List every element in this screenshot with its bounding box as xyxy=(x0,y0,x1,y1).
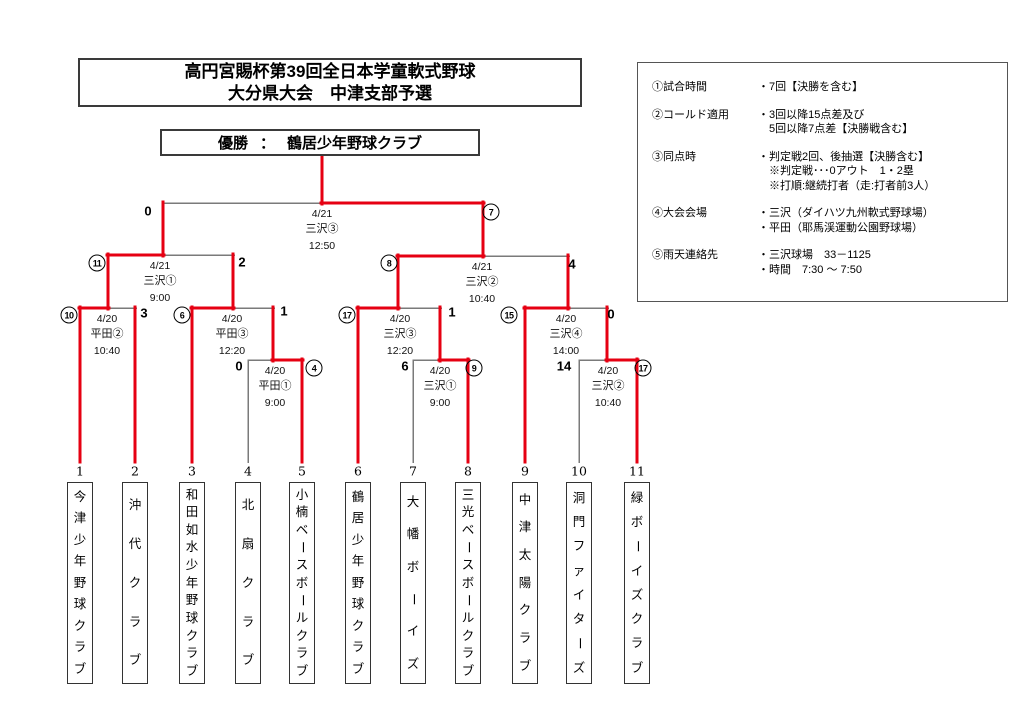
match-qf1-left-score: 10 xyxy=(60,306,78,324)
match-r1a-left-score: 0 xyxy=(235,358,243,374)
match-qf1-info: 4/20 平田② 10:40 xyxy=(90,313,124,357)
tournament-title-line2: 大分県大会 中津支部予選 xyxy=(228,83,432,103)
team-box-sanko: 三光ベースボールクラブ xyxy=(455,482,481,684)
match-sf2-right-score: 4 xyxy=(568,256,576,272)
match-qf4-right-score: 0 xyxy=(607,306,615,322)
rule-label: ⑤雨天連絡先 xyxy=(652,249,718,261)
rule-row-venues: ④大会会場 ・三沢（ダイハツ九州軟式野球場）・平田（耶馬渓運動公園野球場） xyxy=(652,206,1001,235)
seed-number-9: 9 xyxy=(521,463,529,479)
team-box-ogusu: 小楠ベースボールクラブ xyxy=(289,482,315,684)
match-final-left-score: 0 xyxy=(144,203,152,219)
rule-label: ③同点時 xyxy=(652,150,696,163)
champion-box: 優勝 ： 鶴居少年野球クラブ xyxy=(160,129,480,156)
seed-number-1: 1 xyxy=(76,463,84,479)
match-sf2-left-score: 8 xyxy=(380,254,398,272)
match-r1c-right-score: 17 xyxy=(634,359,652,377)
seed-number-10: 10 xyxy=(571,463,587,479)
rules-info-box: ①試合時間 ・7回【決勝を含む】 ②コールド適用 ・3回以降15点差及び 5回以… xyxy=(637,62,1008,302)
winner-path-red-lines xyxy=(77,154,640,464)
rule-text: ・判定戦2回、後抽選【決勝含む】 ※判定戦･･･0アウト 1・2塁 ※打順:継続… xyxy=(758,150,936,192)
seed-number-11: 11 xyxy=(629,463,645,479)
match-qf3-right-score: 1 xyxy=(448,304,456,320)
seed-number-3: 3 xyxy=(188,463,196,479)
match-r1c-info: 4/20 三沢② 10:40 xyxy=(591,365,625,409)
seed-number-5: 5 xyxy=(298,463,306,479)
match-r1c-left-score: 14 xyxy=(556,358,572,374)
match-qf2-info: 4/20 平田③ 12:20 xyxy=(215,313,249,357)
seed-number-6: 6 xyxy=(354,463,362,479)
champion-label: 優勝 xyxy=(217,135,248,152)
team-box-midori: 緑ボーイズクラブ xyxy=(624,482,650,684)
match-qf4-info: 4/20 三沢④ 14:00 xyxy=(549,313,583,357)
match-r1b-left-score: 6 xyxy=(401,358,409,374)
match-final-right-score: 7 xyxy=(482,203,500,221)
team-box-wadajosui: 和田如水少年野球クラブ xyxy=(179,482,205,684)
match-sf1-right-score: 2 xyxy=(238,254,246,270)
seed-number-2: 2 xyxy=(131,463,139,479)
seed-number-8: 8 xyxy=(464,463,472,479)
team-box-imazu: 今津少年野球クラブ xyxy=(67,482,93,684)
match-qf2-right-score: 1 xyxy=(280,303,288,319)
rule-text: ・7回【決勝を含む】 xyxy=(758,81,864,93)
team-box-nakatsu-taiyo: 中津太陽クラブ xyxy=(512,482,538,684)
team-box-domon: 洞門ファイターズ xyxy=(566,482,592,684)
match-r1a-info: 4/20 平田① 9:00 xyxy=(258,365,292,409)
match-sf1-left-score: 11 xyxy=(88,254,106,272)
rule-row-tiebreak: ③同点時 ・判定戦2回、後抽選【決勝含む】 ※判定戦･･･0アウト 1・2塁 ※… xyxy=(652,150,1001,194)
team-box-okidai: 沖代クラブ xyxy=(122,482,148,684)
team-box-hokusen: 北扇クラブ xyxy=(235,482,261,684)
rule-label: ④大会会場 xyxy=(652,207,707,219)
rule-label: ②コールド適用 xyxy=(652,108,729,121)
team-box-ohata: 大幡ボーイズ xyxy=(400,482,426,684)
seed-number-7: 7 xyxy=(409,463,417,479)
match-qf4-left-score: 15 xyxy=(500,306,518,324)
match-sf2-info: 4/21 三沢② 10:40 xyxy=(465,261,499,305)
rule-label: ①試合時間 xyxy=(652,81,707,93)
match-qf3-info: 4/20 三沢③ 12:20 xyxy=(383,313,417,357)
match-sf1-info: 4/21 三沢① 9:00 xyxy=(143,260,177,304)
champion-name: 鶴居少年野球クラブ xyxy=(287,135,423,152)
rule-row-game-time: ①試合時間 ・7回【決勝を含む】 xyxy=(652,80,1001,95)
rule-text: ・三沢（ダイハツ九州軟式野球場）・平田（耶馬渓運動公園野球場） xyxy=(758,207,934,234)
rule-row-cold-game: ②コールド適用 ・3回以降15点差及び 5回以降7点差【決勝戦含む】 xyxy=(652,108,1001,137)
team-box-tsurui: 鶴居少年野球クラブ xyxy=(345,482,371,684)
match-r1b-right-score: 9 xyxy=(465,359,483,377)
seed-number-4: 4 xyxy=(244,463,252,479)
match-r1a-right-score: 4 xyxy=(305,359,323,377)
bracket-gray-lines xyxy=(107,202,609,463)
match-qf1-right-score: 3 xyxy=(140,305,148,321)
match-final-info: 4/21 三沢③ 12:50 xyxy=(305,208,339,252)
rule-text: ・三沢球場 33－1125・時間 7:30 ～ 7:50 xyxy=(758,249,871,276)
match-qf3-left-score: 17 xyxy=(338,306,356,324)
tournament-title-box: 高円宮賜杯第39回全日本学童軟式野球 大分県大会 中津支部予選 xyxy=(78,58,582,107)
tournament-title-line1: 高円宮賜杯第39回全日本学童軟式野球 xyxy=(184,61,476,81)
rule-row-rain-contact: ⑤雨天連絡先 ・三沢球場 33－1125・時間 7:30 ～ 7:50 xyxy=(652,248,1001,277)
match-qf2-left-score: 6 xyxy=(173,306,191,324)
rule-text: ・3回以降15点差及び 5回以降7点差【決勝戦含む】 xyxy=(758,108,914,136)
match-r1b-info: 4/20 三沢① 9:00 xyxy=(423,365,457,409)
champion-separator: ： xyxy=(259,135,275,152)
